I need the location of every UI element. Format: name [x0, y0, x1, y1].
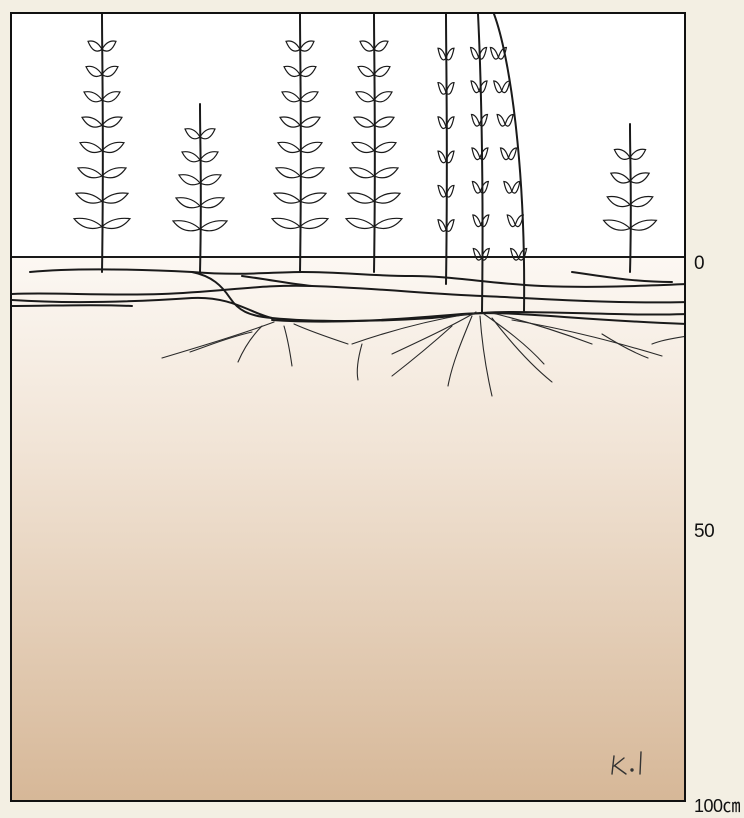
soil-profile-illustration [10, 12, 686, 802]
depth-tick-50: 50 [694, 521, 714, 543]
depth-tick-0: 0 [694, 253, 704, 275]
depth-tick-100: 100㎝ [694, 792, 740, 818]
plant-root-drawing [12, 14, 686, 802]
soil-zone [12, 257, 686, 802]
